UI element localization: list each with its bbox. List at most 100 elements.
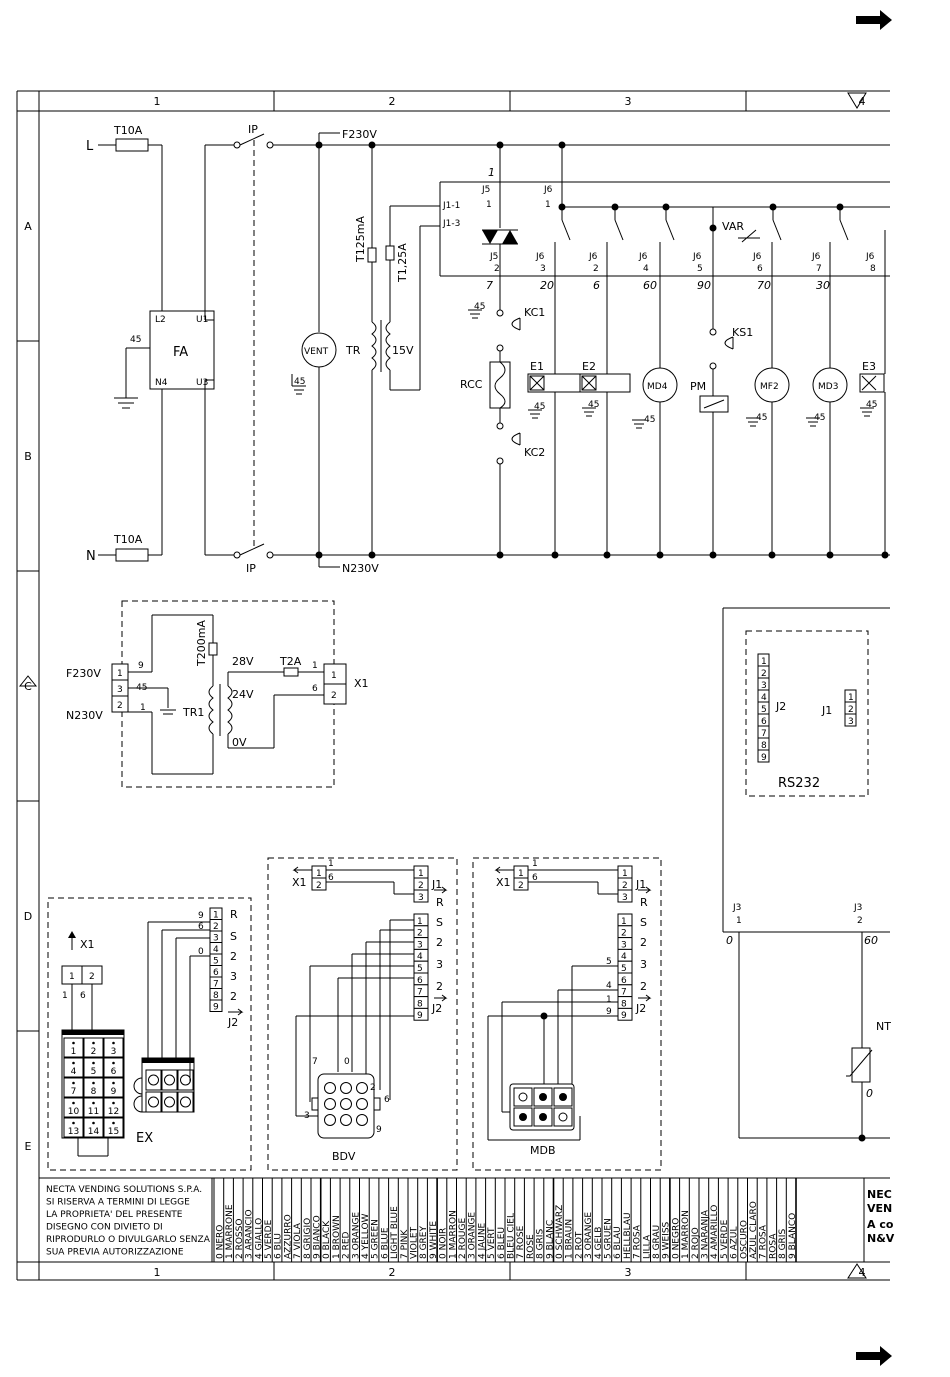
next-page-arrow-icon[interactable] bbox=[856, 10, 892, 30]
bdv-connector-pin bbox=[340, 1082, 352, 1094]
rs232-j2-pin: 2 bbox=[761, 669, 767, 679]
mdb-label: MDB bbox=[530, 1144, 556, 1157]
kc1-label: KC1 bbox=[524, 306, 545, 319]
bdv-connector-pin bbox=[340, 1114, 352, 1126]
keypad-key bbox=[103, 1077, 124, 1098]
keypad-key-number: 3 bbox=[111, 1047, 117, 1057]
keypad-key-number: 2 bbox=[91, 1047, 97, 1057]
mdb-wire-4: 4 bbox=[606, 981, 612, 991]
rs232-j1-pin: 1 bbox=[848, 693, 854, 703]
board-conn-name: J6 bbox=[865, 252, 875, 262]
rs232-j2-pin: 6 bbox=[761, 717, 767, 727]
bdv-j1-pin-3: 3 bbox=[418, 893, 424, 903]
fuse-t125a-label: T1,25A bbox=[396, 243, 409, 283]
bdv-conn-6: 6 bbox=[384, 1095, 390, 1105]
board-conn-wire: 90 bbox=[697, 279, 711, 292]
bdv-pin: 4 bbox=[417, 952, 423, 962]
e1-ground: 45 bbox=[534, 402, 545, 412]
nt-wire: 0 bbox=[866, 1087, 873, 1100]
row-label-b: B bbox=[24, 450, 32, 463]
keypad-key-number: 9 bbox=[111, 1087, 117, 1097]
bdv-conn-0: 0 bbox=[344, 1057, 350, 1067]
color-code-entry: 3 ARANCIO bbox=[245, 1209, 255, 1259]
mdb-x1-pin-2: 2 bbox=[518, 881, 524, 891]
ex-sig-2b: 2 bbox=[230, 990, 237, 1003]
ex-pin-box bbox=[209, 999, 223, 1012]
neutral-label: N bbox=[86, 549, 96, 564]
rs232-j1-pin: 2 bbox=[848, 705, 854, 715]
bdv-connector-pin bbox=[324, 1114, 336, 1126]
aux-24v: 24V bbox=[232, 688, 254, 701]
e2-ground: 45 bbox=[588, 400, 599, 410]
color-code-entry: 3 NARANJA bbox=[701, 1209, 711, 1259]
filter-l2: L2 bbox=[155, 315, 166, 325]
board-conn-name: J6 bbox=[535, 252, 545, 262]
board-conn-pin: 8 bbox=[870, 264, 876, 274]
aux-x1-label: X1 bbox=[354, 677, 369, 690]
color-code-entry: LIGHT BLUE bbox=[390, 1206, 400, 1259]
board-conn-wire: 60 bbox=[643, 279, 657, 292]
line-label: L bbox=[86, 139, 94, 154]
color-code-entry: VIOLET bbox=[410, 1226, 420, 1259]
e3-ground: 45 bbox=[866, 400, 877, 410]
keypad-key bbox=[103, 1097, 124, 1118]
ex-pin: 5 bbox=[213, 957, 219, 967]
company-line-3: A co bbox=[867, 1218, 894, 1231]
color-code-entry: 0 BLACK bbox=[322, 1220, 332, 1259]
bdv-x1-pin-1: 1 bbox=[316, 869, 322, 879]
fan-ground: 45 bbox=[294, 377, 305, 387]
mdb-pin: 8 bbox=[621, 999, 627, 1009]
loads: KC1 RCC KC2 45 E1 45 E2 45 bbox=[460, 276, 886, 555]
ex-pin: 3 bbox=[213, 934, 219, 944]
secondary-voltage: 15V bbox=[392, 344, 414, 357]
bdv-pin: 1 bbox=[417, 917, 423, 927]
keypad-key bbox=[103, 1117, 124, 1138]
ks1-label: KS1 bbox=[732, 326, 753, 339]
ex-pin: 7 bbox=[213, 980, 219, 990]
filter-label: FA bbox=[173, 345, 188, 360]
color-code-entry: 9 BIANCO bbox=[313, 1215, 323, 1259]
ex-rw-9: 9 bbox=[198, 911, 204, 921]
color-code-entry: 7 ROSA bbox=[633, 1224, 643, 1259]
bdv-conn-3: 3 bbox=[304, 1111, 310, 1121]
column-label-4-bottom: 4 bbox=[859, 1266, 866, 1279]
mdb-connector-cell bbox=[553, 1107, 573, 1127]
j6-pin1: 1 bbox=[545, 200, 551, 210]
board-conn-wire: 30 bbox=[816, 279, 830, 292]
ex-x1-pin-2: 2 bbox=[89, 972, 95, 982]
color-code-entry: 4 GELB bbox=[594, 1227, 604, 1259]
color-code-entry: 1 BROWN bbox=[332, 1215, 342, 1259]
row-label-c: C bbox=[24, 680, 32, 693]
fuse-t125ma-label: T125mA bbox=[354, 216, 367, 263]
bdv-sig-2b: 2 bbox=[436, 980, 443, 993]
aux-pin-right-2: 2 bbox=[331, 691, 337, 701]
j3a-label: J3 bbox=[732, 903, 741, 913]
board-conn-name: J6 bbox=[752, 252, 762, 262]
fuse-top bbox=[115, 138, 149, 152]
keypad-key-number: 5 bbox=[91, 1067, 97, 1077]
aux-wire-45: 45 bbox=[136, 683, 147, 693]
mf2-label: MF2 bbox=[760, 382, 779, 392]
next-page-arrow-icon-bottom[interactable] bbox=[856, 1346, 892, 1366]
bdv-connector-pin bbox=[356, 1114, 368, 1126]
mdb-connector-cell bbox=[513, 1087, 533, 1107]
color-code-entry: AZUL CLARO bbox=[749, 1201, 759, 1259]
color-code-entry: 9 WEISS bbox=[662, 1221, 672, 1259]
keypad-key-number: 11 bbox=[88, 1107, 99, 1117]
board-conn-name: J6 bbox=[811, 252, 821, 262]
filter-u3: U3 bbox=[196, 378, 208, 388]
mdb-sig-3: 3 bbox=[640, 958, 647, 971]
aux-fuse-label: T200mA bbox=[195, 620, 208, 667]
bdv-connector-pin bbox=[356, 1098, 368, 1110]
color-code-entry: 2 RED bbox=[342, 1231, 352, 1259]
bdv-sig-s: S bbox=[436, 916, 443, 929]
filter-fa bbox=[149, 310, 215, 390]
keypad-key-number: 14 bbox=[88, 1127, 100, 1137]
color-code-entry: 7 VIOLA bbox=[293, 1222, 303, 1259]
rs232-j2-pin: 4 bbox=[761, 693, 767, 703]
mdb-pin: 2 bbox=[621, 929, 627, 939]
board-conn-pin: 2 bbox=[593, 264, 599, 274]
aux-wire-right-1: 1 bbox=[312, 661, 318, 671]
color-code-entry: 6 BLU bbox=[274, 1233, 284, 1259]
color-code-entry: HELLBLAU bbox=[623, 1212, 633, 1259]
